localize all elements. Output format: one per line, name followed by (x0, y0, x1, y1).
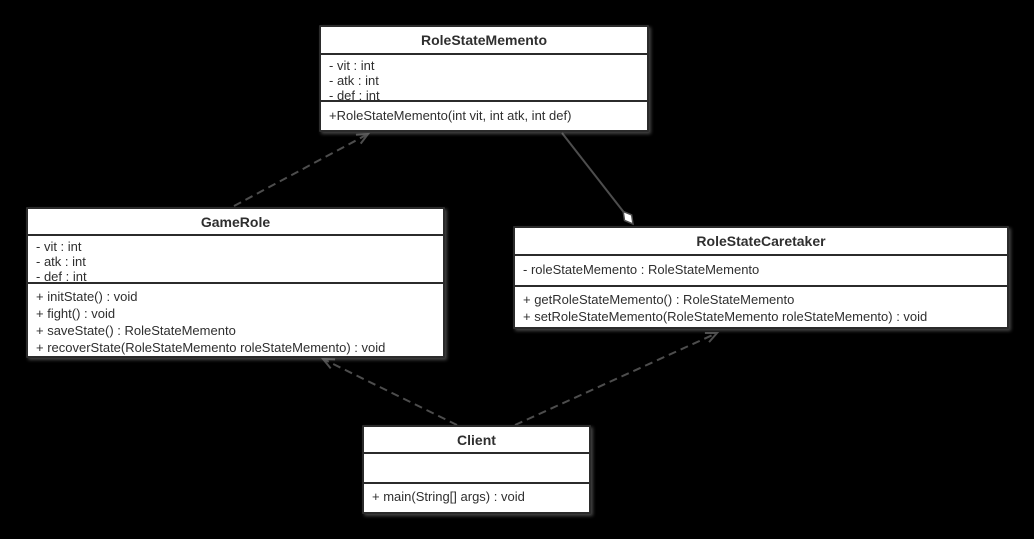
methods-section: + initState() : void + fight() : void + sa… (28, 282, 443, 356)
class-title: GameRole (200, 213, 271, 230)
member-text: - def : int (36, 269, 87, 282)
member-text: - atk : int (329, 73, 379, 88)
methods-section: + getRoleStateMemento() : RoleStateMemen… (515, 285, 1007, 327)
methods-section: + main(String[] args) : void (364, 482, 589, 512)
attributes-section: - vit : int- atk : int- def : int (321, 53, 647, 100)
member-text: + saveState() : RoleStateMemento (36, 323, 236, 338)
aggregation-link-rolestatememento-to-rolestatecaretaker (561, 132, 634, 226)
member-text: + getRoleStateMemento() : RoleStateMemen… (523, 292, 795, 307)
member-text: +RoleStateMemento(int vit, int atk, int … (329, 108, 572, 123)
dependency-arrow-client-to-gamerole (320, 357, 458, 426)
member-text: + main(String[] args) : void (372, 489, 525, 504)
member-text: - vit : int (36, 239, 82, 254)
dependency-arrow-client-to-rolestatecaretaker (514, 331, 720, 426)
class-rolestatememento: RoleStateMemento - vit : int- atk : int-… (319, 25, 649, 132)
member-text: + fight() : void (36, 306, 116, 321)
class-title: RoleStateMemento (420, 32, 548, 48)
dependency-arrow-gamerole-to-rolestatememento (233, 132, 371, 207)
class-client: Client + main(String[] args) : void (362, 425, 591, 514)
member-text: - vit : int (329, 58, 375, 73)
class-rolestatecaretaker: RoleStateCaretaker - roleStateMemento : … (513, 226, 1009, 329)
methods-section: +RoleStateMemento(int vit, int atk, int … (321, 100, 647, 130)
member-text: - roleStateMemento : RoleStateMemento (523, 262, 760, 277)
member-text: - atk : int (36, 254, 86, 269)
member-text: + initState() : void (36, 289, 138, 304)
member-text: + recoverState(RoleStateMemento roleStat… (36, 340, 386, 355)
attributes-section (364, 452, 589, 482)
class-gamerole: GameRole - vit : int- atk : int- def : i… (26, 207, 445, 358)
class-title: Client (457, 431, 496, 448)
member-text: - def : int (329, 88, 380, 100)
class-title: RoleStateCaretaker (696, 233, 826, 249)
attributes-section: - roleStateMemento : RoleStateMemento (515, 254, 1007, 285)
attributes-section: - vit : int- atk : int- def : int (28, 234, 443, 282)
member-text: + setRoleStateMemento(RoleStateMemento r… (523, 309, 928, 324)
